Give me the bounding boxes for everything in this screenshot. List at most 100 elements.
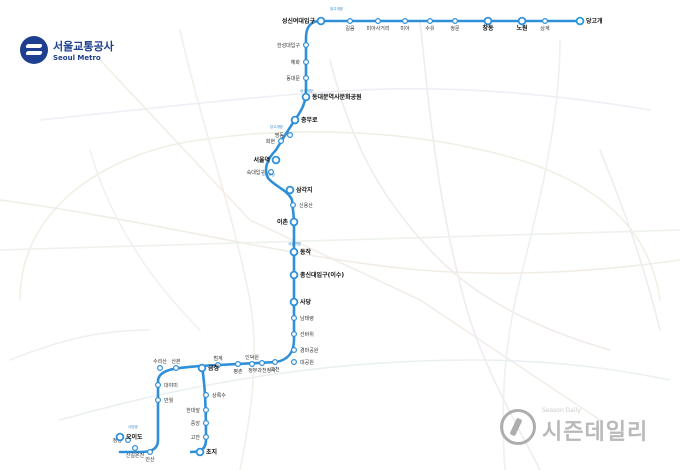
- station-marker[interactable]: [291, 315, 298, 322]
- station-label: 노원: [516, 24, 527, 32]
- bg-line: [0, 229, 680, 251]
- station-label: 인덕원: [245, 354, 259, 361]
- station-label: 사당: [300, 298, 312, 306]
- watermark: Season Daily 시즌데일리: [500, 407, 648, 446]
- station-label: 대야미: [164, 382, 178, 389]
- station-label: 서울역: [253, 156, 270, 164]
- bg-line: [599, 149, 661, 331]
- station-marker[interactable]: [173, 365, 180, 372]
- station-marker[interactable]: [402, 18, 409, 25]
- station-marker[interactable]: [301, 92, 311, 102]
- station-marker[interactable]: [155, 382, 162, 389]
- station-marker[interactable]: [195, 447, 205, 457]
- station-marker[interactable]: [249, 361, 256, 368]
- station-marker[interactable]: [452, 18, 459, 25]
- station-label: 수리산: [153, 358, 167, 365]
- station-label: 상록수: [212, 392, 226, 399]
- station-marker[interactable]: [289, 217, 299, 227]
- station-marker[interactable]: [215, 362, 222, 369]
- station-label: 신길온천: [126, 452, 145, 459]
- station-marker[interactable]: [203, 392, 210, 399]
- station-marker[interactable]: [291, 331, 298, 338]
- station-marker[interactable]: [316, 16, 326, 26]
- brand-logo: 서울교통공사 Seoul Metro: [20, 36, 114, 64]
- station-marker[interactable]: [303, 74, 310, 81]
- station-label: 금정: [208, 364, 219, 372]
- station-label: 이촌: [277, 218, 289, 226]
- station-label: 중앙: [191, 420, 201, 427]
- station-marker[interactable]: [541, 18, 548, 25]
- station-marker[interactable]: [483, 16, 493, 26]
- station-markers: 당고개상계노원창동쌍문수유미아미아사거리길음성신여대입구한성대입구혜화동대문동대…: [113, 6, 603, 463]
- station-label: 반월: [164, 397, 174, 404]
- station-marker[interactable]: [517, 16, 527, 26]
- station-label: 오이도: [126, 433, 143, 441]
- station-label: 평촌: [233, 368, 243, 375]
- station-label: 숙대입구: [247, 169, 266, 176]
- direction-tag: 사당방: [128, 424, 138, 429]
- station-label: 경마공원: [300, 347, 319, 354]
- station-label: 길음: [345, 25, 355, 32]
- station-marker[interactable]: [291, 347, 298, 354]
- station-label: 미아: [400, 25, 410, 32]
- station-label: 상계: [540, 25, 550, 32]
- bg-line: [502, 39, 561, 470]
- station-marker[interactable]: [203, 434, 210, 441]
- station-marker[interactable]: [278, 138, 285, 145]
- station-marker[interactable]: [272, 359, 279, 366]
- station-marker[interactable]: [290, 115, 300, 125]
- bg-line: [9, 329, 151, 361]
- station-label: 동대문역사문화공원: [312, 93, 362, 101]
- station-marker[interactable]: [132, 445, 139, 452]
- station-label: 회현: [266, 138, 276, 145]
- station-marker[interactable]: [289, 270, 299, 280]
- station-marker[interactable]: [375, 18, 382, 25]
- station-marker[interactable]: [287, 132, 294, 139]
- station-label: 쌍문: [450, 25, 460, 32]
- station-marker[interactable]: [268, 169, 275, 176]
- bg-line: [89, 149, 201, 331]
- station-marker[interactable]: [291, 359, 298, 366]
- station-marker[interactable]: [289, 297, 299, 307]
- station-marker[interactable]: [303, 58, 310, 65]
- station-marker[interactable]: [115, 432, 125, 442]
- station-marker[interactable]: [290, 202, 297, 209]
- station-marker[interactable]: [303, 41, 310, 48]
- station-label: 한대앞: [186, 407, 200, 414]
- station-marker[interactable]: [124, 437, 131, 444]
- station-marker[interactable]: [289, 247, 299, 257]
- station-label: 총신대입구(이수): [300, 271, 344, 279]
- station-label: 동대문: [286, 75, 300, 82]
- station-marker[interactable]: [575, 16, 585, 26]
- direction-tag: 서울역방: [288, 241, 302, 246]
- station-marker[interactable]: [147, 449, 154, 456]
- station-marker[interactable]: [235, 361, 242, 368]
- bg-line: [19, 131, 661, 301]
- watermark-logo-icon: [500, 408, 536, 445]
- direction-tag: 당고개방: [270, 124, 284, 129]
- station-marker[interactable]: [427, 18, 434, 25]
- station-label: 선바위: [300, 331, 314, 338]
- station-marker[interactable]: [347, 18, 354, 25]
- station-label: 혜화: [291, 59, 301, 66]
- direction-tag: 장고개방: [330, 6, 344, 11]
- line-4-route: [118, 19, 582, 454]
- station-marker[interactable]: [259, 360, 266, 367]
- station-marker[interactable]: [203, 407, 210, 414]
- station-marker[interactable]: [203, 420, 210, 427]
- station-label: 성신여대입구: [282, 17, 316, 25]
- station-marker[interactable]: [157, 365, 164, 372]
- station-label: 안산: [145, 456, 155, 463]
- station-marker[interactable]: [285, 185, 295, 195]
- station-marker[interactable]: [155, 397, 162, 404]
- station-marker[interactable]: [271, 155, 281, 165]
- direction-tag: 오이도방: [262, 172, 276, 177]
- station-label: 과천: [270, 366, 280, 373]
- station-label: 대공원: [300, 359, 314, 366]
- station-label: 고잔: [191, 434, 201, 441]
- station-label: 범계: [213, 355, 223, 362]
- background-network: [0, 19, 680, 470]
- station-marker[interactable]: [197, 363, 207, 373]
